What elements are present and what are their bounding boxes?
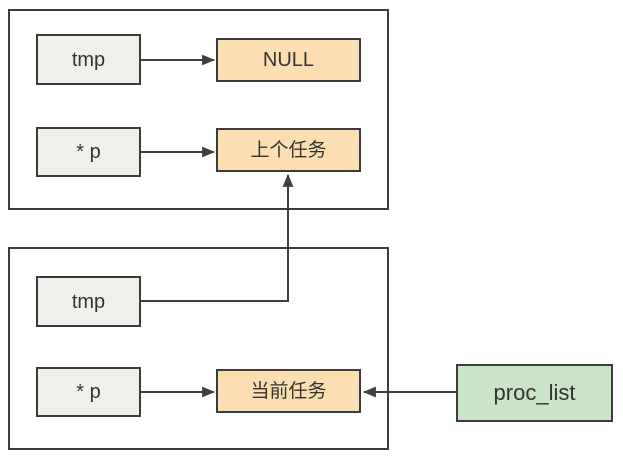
node-pointer-p-bottom: * p xyxy=(36,367,141,417)
node-label: NULL xyxy=(262,49,315,71)
node-tmp-top: tmp xyxy=(36,34,141,85)
node-label: 上个任务 xyxy=(250,139,327,161)
node-tmp-bottom: tmp xyxy=(36,276,141,327)
node-label: * p xyxy=(76,141,101,163)
node-label: * p xyxy=(76,381,101,403)
node-current-task: 当前任务 xyxy=(216,369,361,413)
node-proc-list: proc_list xyxy=(456,364,613,422)
node-previous-task: 上个任务 xyxy=(216,128,361,172)
node-label: tmp xyxy=(71,48,106,71)
node-pointer-p-top: * p xyxy=(36,127,141,177)
node-label: proc_list xyxy=(493,380,576,405)
node-label: 当前任务 xyxy=(250,380,327,402)
node-label: tmp xyxy=(71,290,106,313)
node-null: NULL xyxy=(216,38,361,82)
